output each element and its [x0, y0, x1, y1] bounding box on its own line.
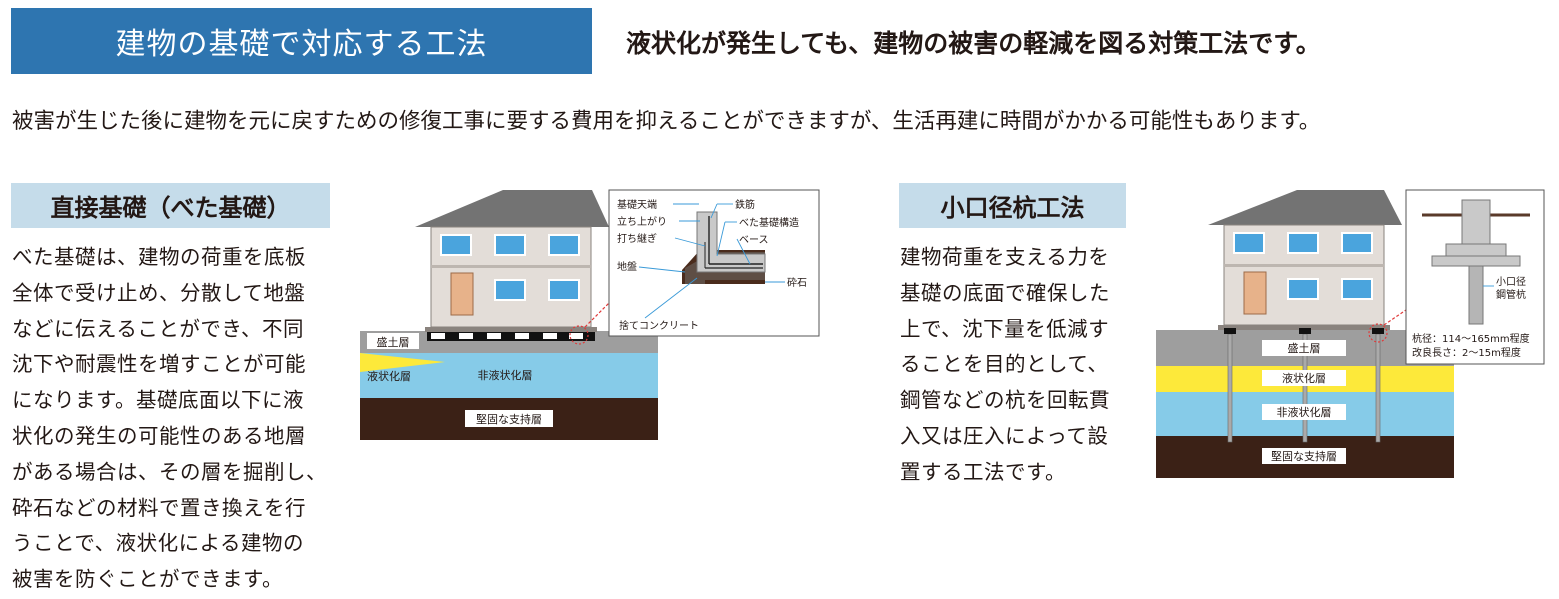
pile-cap	[1372, 328, 1384, 334]
detail-pile	[1468, 265, 1484, 325]
base-label: ベース	[739, 234, 769, 246]
leader-lines	[638, 203, 785, 319]
section1-line: 沈下や耐震性を増すことが可能	[12, 352, 306, 377]
rebar-label: 鉄筋	[735, 198, 755, 211]
crushed-stone-label: 砕石	[787, 277, 807, 289]
section1-line: になります。基礎底面以下に液	[12, 388, 304, 413]
window-icon	[440, 234, 472, 256]
window-icon	[1341, 232, 1373, 254]
section2-line: 鋼管などの杭を回転貫	[900, 388, 1110, 413]
house-sill	[1218, 325, 1390, 330]
section1-line: 状化の発生の可能性のある地層	[12, 423, 306, 448]
pile-cap	[1299, 328, 1311, 334]
ground-label: 地盤	[617, 260, 637, 273]
window-icon	[1287, 278, 1319, 300]
house-band	[1224, 264, 1384, 267]
mat-foundation	[427, 332, 595, 341]
zoom-circle	[1368, 323, 1388, 343]
header-title-box: 建物の基礎で対応する工法	[11, 8, 592, 74]
window-icon	[494, 234, 526, 256]
section1-line: 全体で受け止め、分散して地盤	[12, 280, 306, 305]
section1-line: うことで、液状化による建物の	[12, 531, 304, 556]
detail-cap	[1445, 243, 1507, 257]
label-box	[461, 366, 549, 383]
liquefiable-layer-wedge	[360, 353, 445, 372]
section1-title-text: 直接基礎（べた基礎）	[50, 194, 291, 222]
detail-column	[1461, 199, 1491, 253]
window-icon	[1341, 278, 1373, 300]
label-box	[1262, 448, 1346, 464]
section1-line: 被害を防ぐことができます。	[12, 567, 283, 592]
non-liquefiable-layer-label: 非液状化層	[478, 368, 533, 382]
pile-label-2: 鋼管杭	[1496, 288, 1526, 301]
riser-label: 立ち上がり	[617, 215, 667, 228]
bearing-layer-label: 堅固な支持層	[1271, 449, 1337, 463]
steel-pile	[1375, 333, 1381, 443]
foundation-section	[696, 211, 766, 273]
label-box	[465, 410, 553, 427]
mat-foundation-diagram: 盛土層 液状化層 非液状化層 堅固な支持層 基礎天端 鉄筋 立ち上がり べた基礎…	[360, 189, 820, 440]
label-box	[1262, 404, 1346, 420]
intro-text: 被害が生じた後に建物を元に戻すための修復工事に要する費用を抑えることができますが…	[12, 109, 1321, 134]
zoom-circle	[569, 325, 589, 345]
house-roof	[415, 190, 609, 227]
header-subtitle: 液状化が発生しても、建物の被害の軽減を図る対策工法です。	[626, 29, 1321, 58]
section2-title: 小口径杭工法	[899, 183, 1126, 228]
label-box	[1262, 370, 1346, 386]
section2-body: 建物荷重を支える力を 基礎の底面で確保した 上で、沈下量を低減す ることを目的と…	[900, 240, 1132, 491]
label-box	[1262, 340, 1346, 356]
section1-line: などに伝えることができ、不同	[12, 316, 304, 341]
section2-line: 上で、沈下量を低減す	[900, 316, 1110, 341]
window-icon	[494, 279, 526, 301]
mat-structure-label: べた基礎構造	[739, 216, 799, 229]
section1-line: 砕石などの材料で置き換えを行	[12, 495, 306, 520]
top-of-foundation-label: 基礎天端	[617, 198, 657, 211]
window-icon	[1287, 232, 1319, 254]
non-liquefiable-layer-label: 非液状化層	[1277, 405, 1332, 419]
section1-title: 直接基礎（べた基礎）	[11, 183, 330, 228]
zoom-line	[1383, 309, 1407, 326]
construction-joint-label: 打ち継ぎ	[617, 232, 657, 245]
section2-title-text: 小口径杭工法	[940, 194, 1085, 222]
door-icon	[450, 272, 474, 316]
section2-line: ることを目的として、	[900, 352, 1109, 377]
pile-cap	[1224, 328, 1236, 334]
section2-line: 置する工法です。	[900, 459, 1066, 484]
window-icon	[548, 279, 580, 301]
header-title: 建物の基礎で対応する工法	[115, 27, 488, 62]
detail-base	[1431, 255, 1521, 267]
section1-line: がある場合は、その層を掘削し、	[12, 459, 327, 484]
liquefiable-layer-label: 液状化層	[367, 369, 411, 383]
door-icon	[1243, 271, 1267, 315]
fill-layer-label: 盛土層	[1288, 341, 1321, 355]
section2-line: 基礎の底面で確保した	[900, 280, 1110, 305]
pile-length-spec: 改良長さ：2～15m程度	[1412, 346, 1521, 359]
steel-pile	[1227, 333, 1233, 443]
liquefiable-layer-label: 液状化層	[1282, 371, 1326, 385]
house-sill	[425, 327, 597, 332]
section1-body: べた基礎は、建物の荷重を底板 全体で受け止め、分散して地盤 などに伝えることがで…	[12, 240, 334, 598]
bearing-layer-label: 堅固な支持層	[476, 412, 542, 426]
leveling-concrete-label: 捨てコンクリート	[619, 319, 699, 332]
label-box	[367, 333, 419, 349]
pile-diameter-spec: 杭径：114～165mm程度	[1412, 332, 1530, 345]
fill-layer-label: 盛土層	[377, 335, 410, 349]
house-roof	[1208, 190, 1402, 225]
pile-foundation-diagram: 盛土層 液状化層 非液状化層 堅固な支持層 小口径 鋼管杭 杭径：114～165…	[1156, 189, 1545, 478]
window-icon	[1233, 232, 1265, 254]
section2-line: 入又は圧入によって設	[900, 423, 1109, 448]
window-icon	[548, 234, 580, 256]
house-band	[431, 265, 591, 268]
section1-line: べた基礎は、建物の荷重を底板	[12, 245, 306, 269]
pile-label-1: 小口径	[1496, 275, 1526, 288]
section2-line: 建物荷重を支える力を	[900, 245, 1110, 269]
